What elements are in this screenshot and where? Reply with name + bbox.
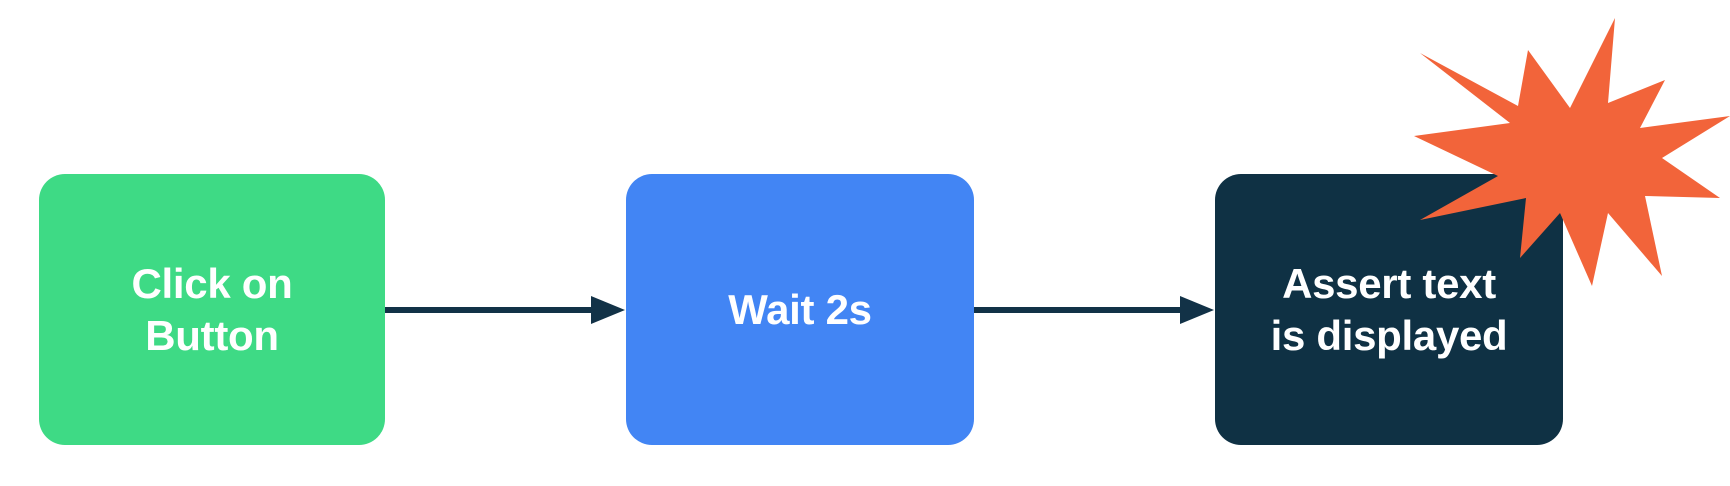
flow-node-click-on-button[interactable]: Click on Button [39,174,385,445]
flow-node-wait-2s[interactable]: Wait 2s [626,174,974,445]
flow-node-assert-text-is-displayed[interactable]: Assert text is displayed [1215,174,1563,445]
arrow-right-icon [385,296,625,324]
connector-wait-to-assert [974,290,1218,330]
connector-click-to-wait [385,290,629,330]
arrow-right-icon [974,296,1214,324]
